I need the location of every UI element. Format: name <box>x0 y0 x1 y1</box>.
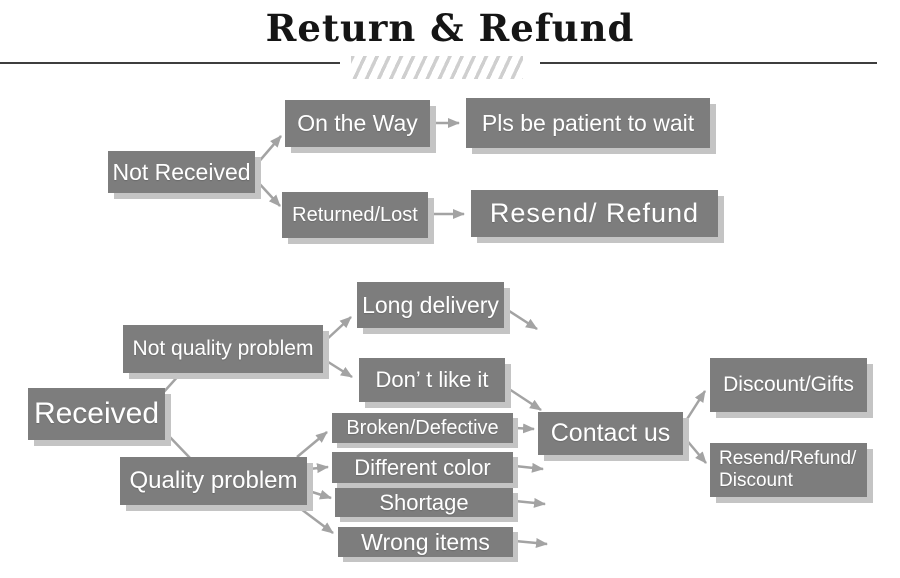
divider-line-left <box>0 62 340 64</box>
line-received-to-quality-problem <box>165 432 191 459</box>
node-not-received: Not Received <box>108 151 255 193</box>
arrow-qp-to-wrong-items <box>296 505 334 534</box>
divider-line-right <box>540 62 877 64</box>
divider-hatch <box>351 56 523 79</box>
node-pls-be-patient: Pls be patient to wait <box>466 98 710 148</box>
node-shortage: Shortage <box>335 488 513 517</box>
node-resend-refund-discount: Resend/Refund/ Discount <box>710 443 867 497</box>
arrow-long-delivery-out <box>505 307 538 331</box>
node-not-quality-problem: Not quality problem <box>123 325 323 373</box>
node-received: Received <box>28 388 165 440</box>
arrow-qp-to-shortage <box>308 489 332 500</box>
arrow-qp-to-broken-defective <box>296 431 328 458</box>
arrow-qp-to-different-color <box>308 463 329 474</box>
arrow-nqp-to-long-delivery <box>324 316 352 342</box>
arrow-dont-like-it-to-contact-us <box>505 385 542 412</box>
node-on-the-way: On the Way <box>285 100 430 147</box>
node-discount-gifts: Discount/Gifts <box>710 358 867 412</box>
arrow-contact-us-to-discount-gifts <box>680 390 707 428</box>
arrow-not-received-to-returned-lost <box>255 179 281 207</box>
node-long-delivery: Long delivery <box>357 282 504 328</box>
page-title: Return & Refund <box>265 6 635 50</box>
arrow-nqp-to-dont-like-it <box>324 358 353 379</box>
node-different-color: Different color <box>332 452 513 483</box>
node-quality-problem: Quality problem <box>120 457 307 505</box>
arrow-broken-defective-to-contact-us <box>514 423 535 434</box>
node-resend-refund: Resend/ Refund <box>471 190 718 237</box>
node-wrong-items: Wrong items <box>338 527 513 557</box>
node-returned-lost: Returned/Lost <box>282 192 428 238</box>
arrow-different-color-out <box>514 462 544 473</box>
arrow-shortage-out <box>514 497 546 508</box>
line-received-to-not-quality-problem <box>161 373 181 395</box>
node-contact-us: Contact us <box>538 412 683 455</box>
arrow-wrong-items-out <box>514 537 548 548</box>
node-broken-defective: Broken/Defective <box>332 413 513 443</box>
arrow-contact-us-to-resend-refund-discount <box>683 436 707 464</box>
arrow-not-received-to-on-the-way <box>255 135 282 166</box>
node-dont-like-it: Don’ t like it <box>359 358 505 402</box>
